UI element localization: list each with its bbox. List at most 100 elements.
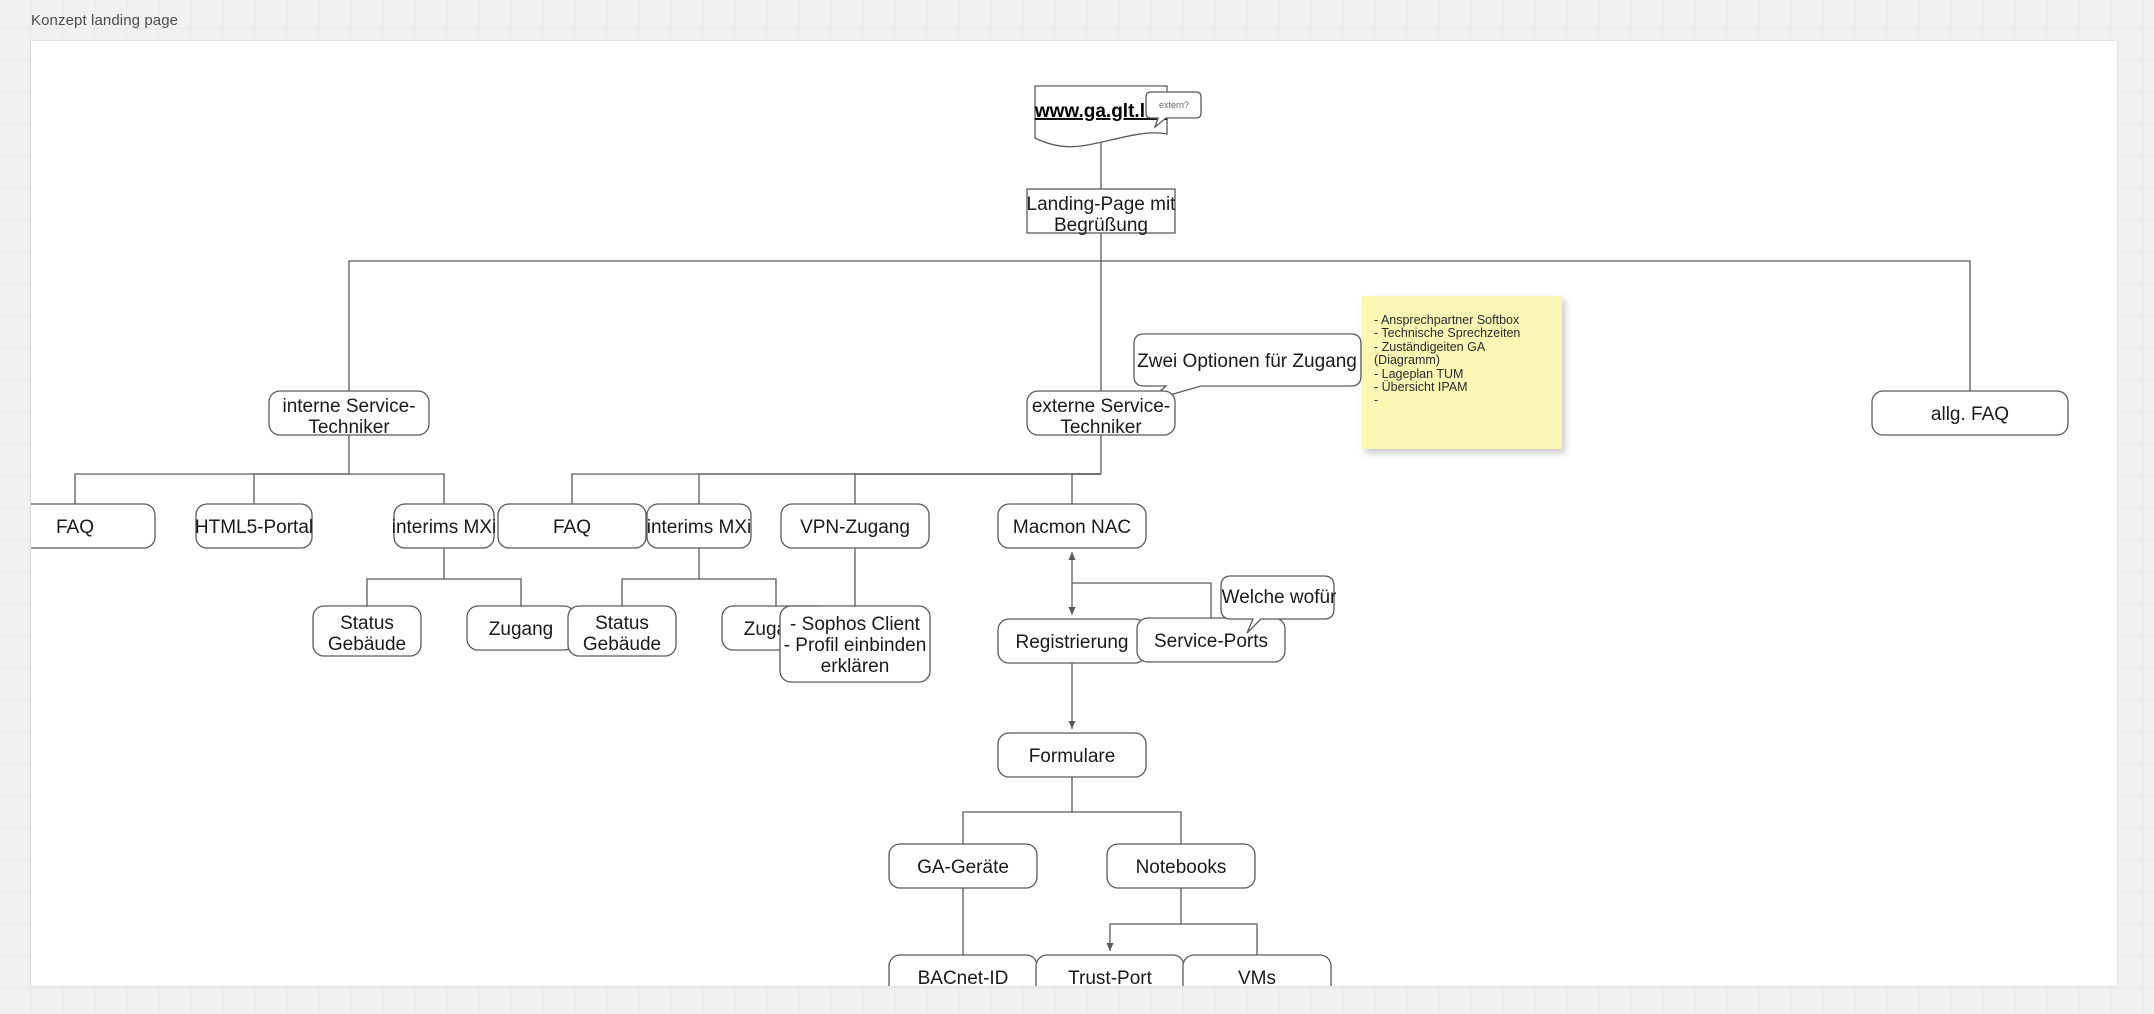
edge-intern-html5 bbox=[253, 473, 349, 504]
edge-extern-vpn bbox=[854, 473, 1101, 504]
node-vpn-zugang[interactable]: VPN-Zugang bbox=[780, 503, 930, 549]
node-label-trustport: Trust-Port bbox=[1068, 968, 1152, 986]
node-label-mxi1: interims MXi bbox=[392, 517, 497, 538]
node-ga-geraete[interactable]: GA-Geräte bbox=[888, 843, 1038, 889]
callout-bubble bbox=[1133, 333, 1362, 402]
node-label-sophos-line1: - Sophos Client bbox=[790, 614, 921, 635]
node-label-landing-line1: Landing-Page mit bbox=[1027, 194, 1177, 215]
node-trust-port[interactable]: Trust-Port bbox=[1035, 954, 1185, 986]
document-shape bbox=[1034, 85, 1168, 148]
node-shape bbox=[1026, 390, 1176, 436]
edge-extern-macmon bbox=[1071, 473, 1101, 504]
node-landing-page[interactable]: Landing-Page mit Begrüßung bbox=[1026, 188, 1177, 236]
node-shape bbox=[268, 390, 430, 436]
callout-bubble bbox=[1145, 91, 1202, 129]
edge-intern-mxi1 bbox=[349, 473, 445, 504]
node-label-notebooks: Notebooks bbox=[1136, 857, 1227, 878]
node-label-vms: VMs bbox=[1238, 968, 1276, 986]
node-label-intern-line1: interne Service- bbox=[282, 396, 415, 417]
sticky-note[interactable]: - Ansprechpartner Softbox - Technische S… bbox=[1362, 296, 1562, 449]
node-status-gebaeude-extern[interactable]: Status Gebäude bbox=[567, 605, 677, 657]
edge-mxi1-status1 bbox=[366, 578, 444, 606]
node-shape bbox=[1182, 954, 1332, 986]
node-interims-mxi-extern[interactable]: interims MXi bbox=[646, 503, 752, 549]
page-title: Konzept landing page bbox=[31, 12, 179, 29]
node-shape bbox=[31, 503, 156, 549]
node-html5-portal[interactable]: HTML5-Portal bbox=[195, 503, 313, 549]
edge-notebooks-trustport bbox=[1106, 923, 1181, 951]
edge-mxi2-zugang2 bbox=[699, 578, 777, 606]
callout-welche-wofuer[interactable]: Welche wofür bbox=[1220, 575, 1337, 634]
node-label-allg-faq: allg. FAQ bbox=[1931, 404, 2009, 425]
sticky-note-line-6: - Übersicht IPAM bbox=[1374, 379, 1468, 394]
node-label-status1-line2: Gebäude bbox=[328, 634, 406, 655]
node-formulare[interactable]: Formulare bbox=[997, 732, 1147, 778]
edge-intern-faq1 bbox=[74, 473, 349, 504]
node-label-sophos-line2: - Profil einbinden bbox=[784, 635, 927, 656]
node-shape bbox=[1136, 617, 1286, 663]
edge-layer bbox=[74, 140, 1971, 955]
node-label-formulare: Formulare bbox=[1029, 746, 1116, 767]
node-shape bbox=[393, 503, 495, 549]
edge-mxi1-zugang1 bbox=[444, 578, 522, 606]
node-registrierung[interactable]: Registrierung bbox=[997, 618, 1147, 664]
sticky-note-line-7: - bbox=[1374, 393, 1379, 408]
node-shape bbox=[779, 605, 931, 683]
node-label-registr: Registrierung bbox=[1016, 632, 1129, 653]
node-service-ports[interactable]: Service-Ports bbox=[1136, 617, 1286, 663]
sticky-note-line-3: - Zuständigeiten GA bbox=[1374, 339, 1486, 354]
node-label-mxi2: interims MXi bbox=[647, 517, 752, 538]
edge-extern-faq2 bbox=[571, 473, 1101, 504]
node-shape bbox=[1871, 390, 2069, 436]
node-status-gebaeude-intern[interactable]: Status Gebäude bbox=[312, 605, 422, 657]
edge-bus-intern bbox=[348, 260, 1101, 391]
node-shape bbox=[497, 503, 647, 549]
callout-label-extern: extern? bbox=[1159, 100, 1189, 110]
node-sophos-client[interactable]: - Sophos Client - Profil einbinden erklä… bbox=[779, 605, 931, 683]
node-shape bbox=[646, 503, 752, 549]
diagram-canvas[interactable]: www.ga.glt.lan extern? Landing-Page mit … bbox=[31, 41, 2117, 986]
node-label-gageraete: GA-Geräte bbox=[917, 857, 1009, 878]
node-label-extern-line2: Techniker bbox=[1060, 417, 1142, 438]
edge-notebooks-vms bbox=[1181, 923, 1258, 955]
node-label-faq2: FAQ bbox=[553, 517, 591, 538]
node-shape bbox=[888, 843, 1038, 889]
node-label-serviceports: Service-Ports bbox=[1154, 631, 1268, 652]
node-zugang-intern[interactable]: Zugang bbox=[466, 605, 576, 651]
node-faq-extern[interactable]: FAQ bbox=[497, 503, 647, 549]
edge-bus-allgfaq bbox=[1101, 260, 1971, 391]
node-externe-service-techniker[interactable]: externe Service- Techniker bbox=[1026, 390, 1176, 438]
node-label-status2-line2: Gebäude bbox=[583, 634, 661, 655]
edge-formulare-notebooks bbox=[1072, 811, 1182, 844]
edge-mxi2-status2 bbox=[621, 578, 699, 606]
node-allg-faq[interactable]: allg. FAQ bbox=[1871, 390, 2069, 436]
node-label-html5: HTML5-Portal bbox=[195, 517, 313, 538]
node-root[interactable]: www.ga.glt.lan bbox=[1034, 85, 1168, 148]
callout-zwei-optionen[interactable]: Zwei Optionen für Zugang bbox=[1133, 333, 1362, 402]
node-macmon-nac[interactable]: Macmon NAC bbox=[997, 503, 1147, 549]
node-interne-service-techniker[interactable]: interne Service- Techniker bbox=[268, 390, 430, 438]
node-vms[interactable]: VMs bbox=[1182, 954, 1332, 986]
node-label-vpn: VPN-Zugang bbox=[800, 517, 910, 538]
node-faq-intern[interactable]: FAQ bbox=[31, 503, 156, 549]
diagram-svg: www.ga.glt.lan extern? Landing-Page mit … bbox=[31, 85, 2069, 986]
callout-extern-q[interactable]: extern? bbox=[1145, 91, 1202, 129]
node-shape bbox=[567, 605, 677, 657]
node-label-status2-line1: Status bbox=[595, 613, 649, 634]
node-label-faq1: FAQ bbox=[56, 517, 94, 538]
node-shape bbox=[997, 732, 1147, 778]
node-label-sophos-line3: erklären bbox=[821, 656, 890, 677]
node-interims-mxi-intern[interactable]: interims MXi bbox=[392, 503, 497, 549]
sticky-note-line-4: (Diagramm) bbox=[1374, 353, 1440, 368]
node-bacnet-id[interactable]: BACnet-ID bbox=[888, 954, 1038, 986]
callout-bubble bbox=[1220, 575, 1335, 634]
node-shape bbox=[780, 503, 930, 549]
edge-serviceports-link bbox=[1072, 582, 1212, 618]
edge-formulare-gageraete bbox=[962, 811, 1072, 844]
node-label-status1-line1: Status bbox=[340, 613, 394, 634]
node-shape bbox=[1106, 843, 1256, 889]
sticky-note-line-5: - Lageplan TUM bbox=[1374, 366, 1464, 381]
callout-label-zwei-optionen: Zwei Optionen für Zugang bbox=[1137, 351, 1357, 372]
node-notebooks[interactable]: Notebooks bbox=[1106, 843, 1256, 889]
node-label-extern-line1: externe Service- bbox=[1032, 396, 1170, 417]
